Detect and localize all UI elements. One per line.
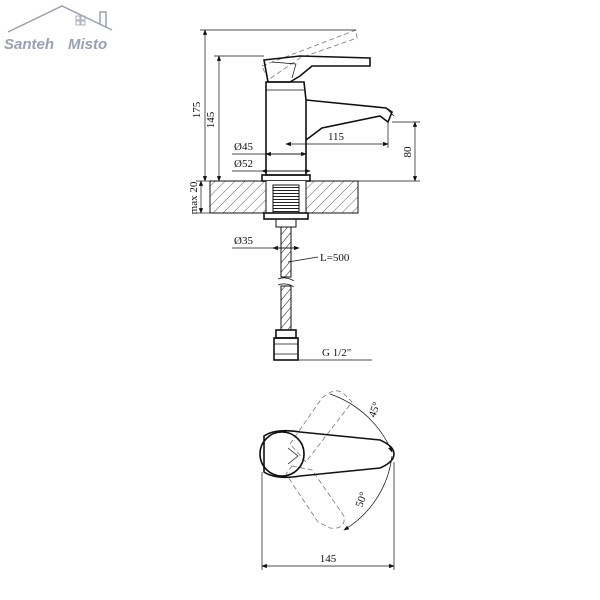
angle-down-label: 50° [354,490,371,509]
dim-overall-height: 175 [191,101,203,118]
fixing-nut [263,212,309,220]
dim-spout-reach: 115 [328,131,345,143]
braided-hose-lower [280,285,292,331]
dim-base-diameter: Ø52 [234,158,253,170]
brand-logo: Santeh Misto [4,5,113,53]
dim-handle-width: 145 [320,553,337,565]
handle-lever-top [263,429,395,479]
dim-outlet-diameter: Ø45 [234,141,253,153]
faucet-top-view: 45° 50° 145 [259,390,395,570]
base-ring [261,174,311,182]
base-circle [259,431,305,477]
handle-rotated-right-outline [285,465,345,529]
dim-handle-height: 145 [205,111,217,128]
braided-hose-upper [280,226,292,278]
threaded-shank [272,184,300,214]
side-view-dimensions: 175 145 max 20 Ø45 Ø52 115 80 Ø35 L=500 [188,29,420,361]
logo-text-left: Santeh [4,36,54,53]
hose-fitting [275,329,297,339]
dim-max-deck: max 20 [188,181,200,214]
faucet-side-view [209,29,395,361]
handle-rotated-left-outline [289,390,353,463]
faucet-body [265,81,307,176]
dim-spout-height: 80 [402,146,414,158]
angle-up-label: 45° [367,400,384,419]
dim-hose-length: L=500 [320,252,350,264]
dim-connection-thread: G 1/2" [322,347,351,359]
dim-shank-diameter: Ø35 [234,235,253,247]
handle-lever [263,55,371,83]
house-roof-icon [7,5,113,33]
spout [305,99,393,141]
logo-text-right: Misto [68,36,107,53]
handle-raised-outline [261,29,358,81]
